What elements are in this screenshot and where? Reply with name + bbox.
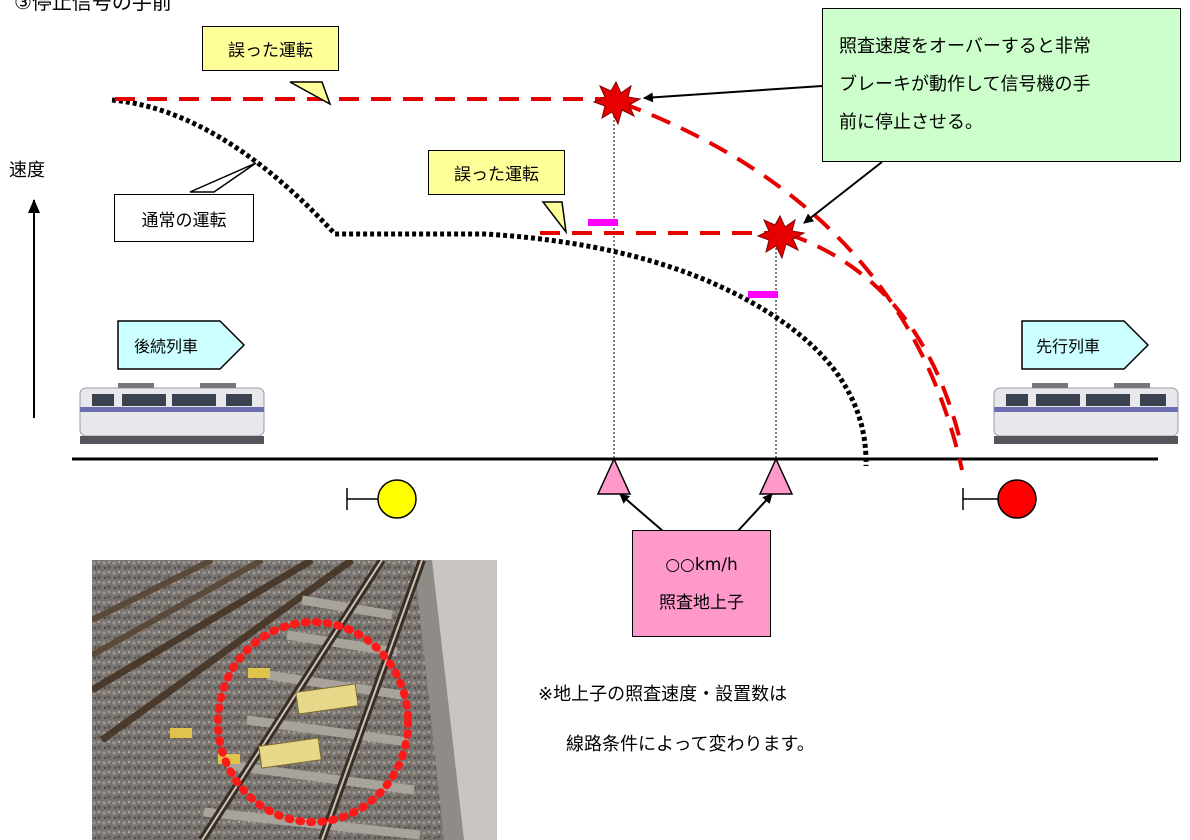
speed-check-marker-1 (588, 219, 618, 226)
emergency-text-line-3: 前に停止させる。 (839, 112, 983, 133)
transponder-icon-1 (596, 457, 632, 495)
transponder-highlight-ring (214, 618, 412, 826)
transponder-arrow-2 (736, 493, 773, 533)
normal-driving-callout: 通常の運転 (114, 194, 254, 242)
emergency-brake-curve-1 (621, 101, 964, 471)
transponder-info-box: ○○km/h 照査地上子 (632, 530, 771, 637)
page-heading: ③停止信号の手前 (14, 0, 172, 14)
emergency-text-line-2: ブレーキが動作して信号機の手 (839, 74, 1091, 95)
emergency-text-line-1: 照査速度をオーバーすると非常 (839, 36, 1091, 57)
leading-train-tag (1021, 320, 1150, 370)
velocity-axis-label: 速度 (9, 160, 45, 181)
red-signal-icon (962, 479, 1037, 519)
wrong-upper-callout-tail (289, 81, 332, 106)
normal-driving-text: 通常の運転 (141, 210, 227, 231)
transponder-photo (92, 560, 497, 840)
following-train-label: 後続列車 (134, 337, 199, 356)
wrong-driving-upper-text: 誤った運転 (228, 41, 313, 61)
transponder-icon-2 (758, 457, 794, 495)
emergency-brake-burst-icon-1 (592, 80, 642, 126)
wrong-driving-callout-upper: 誤った運転 (202, 26, 339, 71)
wrong-driving-callout-lower: 誤った運転 (428, 150, 565, 195)
following-train-tag (117, 320, 246, 370)
note-line-2: 線路条件によって変わります。 (566, 734, 815, 755)
leading-train-icon (993, 383, 1179, 444)
leading-train-label: 先行列車 (1036, 337, 1101, 356)
wrong-lower-callout-tail (541, 201, 568, 235)
emergency-arrow-2 (803, 161, 883, 224)
note-line-1: ※地上子の照査速度・設置数は (538, 684, 788, 705)
wrong-driving-lower-text: 誤った運転 (454, 165, 539, 185)
transponder-name: 照査地上子 (659, 592, 744, 613)
emergency-brake-curve-2 (787, 232, 962, 441)
emergency-brake-burst-icon-2 (756, 214, 806, 260)
normal-callout-tail (189, 162, 257, 193)
transponder-speed: ○○km/h (665, 554, 738, 575)
following-train-icon (79, 383, 265, 444)
emergency-brake-callout: 照査速度をオーバーすると非常 ブレーキが動作して信号機の手 前に停止させる。 (822, 8, 1181, 162)
yellow-signal-icon (346, 479, 417, 519)
normal-driving-curve (111, 97, 869, 467)
transponder-arrow-1 (619, 493, 665, 533)
speed-check-marker-2 (748, 291, 778, 298)
emergency-arrow-1 (643, 85, 823, 103)
